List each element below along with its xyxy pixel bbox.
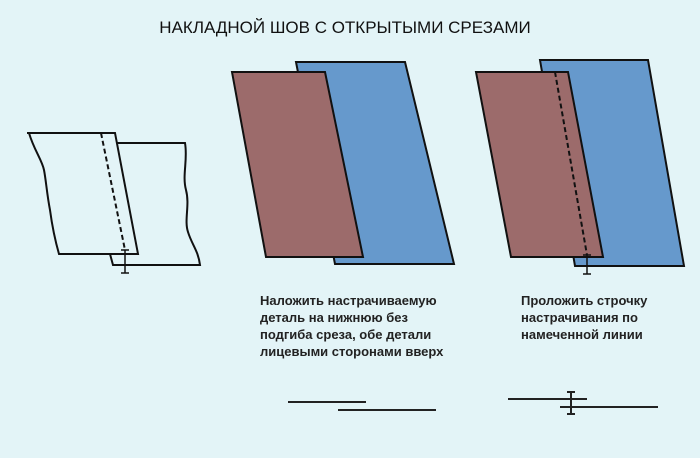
seam-allowance-marker xyxy=(583,254,591,275)
caption-line: Проложить строчку xyxy=(521,293,648,308)
seam-allowance-marker xyxy=(121,249,129,274)
caption-line: деталь на нижнюю без xyxy=(260,310,408,325)
caption-line: намеченной линии xyxy=(521,327,643,342)
top-piece xyxy=(474,71,605,258)
step1-section-view xyxy=(288,401,436,411)
finished-seam-figure xyxy=(27,132,202,274)
caption-line: подгиба среза, обе детали xyxy=(260,327,432,342)
stitch-line xyxy=(554,71,588,256)
top-piece xyxy=(230,71,365,258)
step1-figure xyxy=(230,61,456,265)
step2-section-view xyxy=(508,391,658,415)
caption-line: настрачивания по xyxy=(521,310,638,325)
top-piece-outline xyxy=(27,132,140,255)
stitch-line xyxy=(100,132,126,251)
caption-line: лицевыми сторонами вверх xyxy=(260,344,444,359)
step1-caption: Наложить настрачиваемую деталь на нижнюю… xyxy=(260,292,443,360)
diagram-title: НАКЛАДНОЙ ШОВ С ОТКРЫТЫМИ СРЕЗАМИ xyxy=(159,18,531,37)
step2-caption: Проложить строчку настрачивания по намеч… xyxy=(521,292,647,343)
step2-figure xyxy=(474,59,686,275)
caption-line: Наложить настрачиваемую xyxy=(260,293,437,308)
